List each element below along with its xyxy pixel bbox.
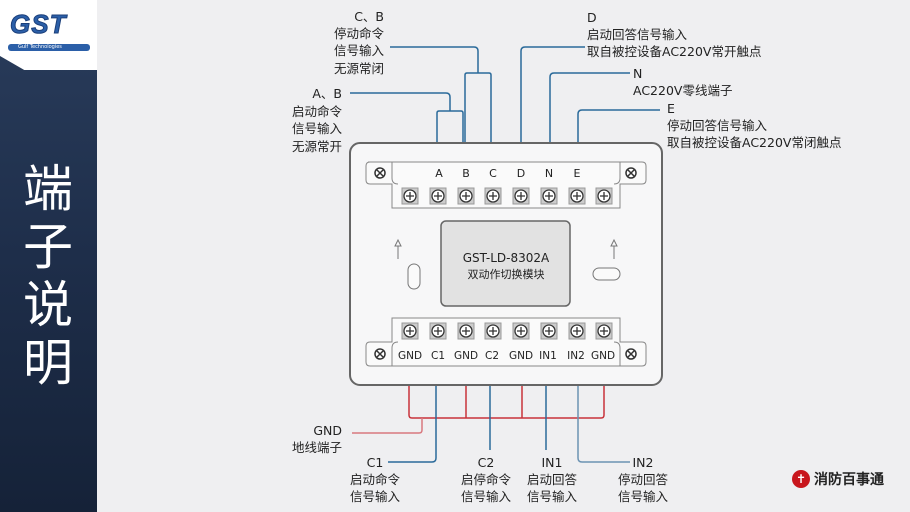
- terminal-screw-icon: [568, 187, 586, 205]
- terminal-screw-icon: [568, 322, 586, 340]
- callout-in1-line: 启动回答: [527, 472, 578, 487]
- up-arrow-icon: [610, 238, 618, 259]
- gnd-wires: [352, 385, 605, 434]
- terminal-label-e: E: [574, 167, 581, 180]
- callout-ab-line: 启动命令: [292, 104, 343, 119]
- callout-gnd-line: 地线端子: [292, 440, 342, 455]
- terminal-screw-icon: [429, 187, 447, 205]
- callout-in2-line: 信号输入: [618, 489, 669, 504]
- sidebar: GST Gulf Technologies 端子说明: [0, 0, 97, 512]
- logo-bar: [8, 44, 90, 51]
- callout-n: N: [633, 66, 642, 81]
- terminal-label-gnd: GND: [454, 350, 478, 362]
- mount-screw-icon: [374, 167, 386, 179]
- wire-d: [520, 46, 585, 143]
- callout-cb-line: 信号输入: [334, 43, 385, 58]
- top-wires: [350, 46, 660, 143]
- callout-cb: C、B: [354, 9, 384, 24]
- terminal-screw-icon: [401, 187, 419, 205]
- terminal-screw-icon: [484, 187, 502, 205]
- callout-n-line: AC220V零线端子: [633, 83, 732, 98]
- logo-text: GST: [9, 9, 67, 39]
- terminal-screw-icon: [401, 322, 419, 340]
- callout-gnd: GND: [313, 423, 342, 438]
- signal-wires: [388, 385, 630, 463]
- callout-c2: C2: [478, 455, 495, 470]
- terminal-label-c2: C2: [485, 350, 499, 362]
- callout-e-line: 停动回答信号输入: [667, 118, 768, 133]
- callout-in2-line: 停动回答: [618, 472, 669, 487]
- wire-c1: [388, 385, 437, 463]
- terminal-label-gnd: GND: [398, 350, 422, 362]
- callout-in2: IN2: [633, 455, 654, 470]
- terminal-label-in1: IN1: [539, 350, 557, 362]
- terminal-screw-icon: [512, 187, 530, 205]
- callout-d-line: 取自被控设备AC220V常开触点: [587, 44, 761, 59]
- terminal-label-in2: IN2: [567, 350, 585, 362]
- mount-screw-icon: [625, 348, 637, 360]
- terminal-screw-icon: [595, 322, 613, 340]
- callout-cb-line: 停动命令: [334, 26, 385, 41]
- logo: GST Gulf Technologies: [0, 0, 97, 70]
- callout-ab: A、B: [312, 86, 342, 101]
- terminal-screw-icon: [457, 322, 475, 340]
- callout-c1: C1: [367, 455, 384, 470]
- mount-slot: [592, 267, 621, 281]
- bottom-screws: [401, 322, 613, 340]
- up-arrow-icon: [394, 238, 402, 259]
- wire-in2: [577, 385, 630, 463]
- module-model: GST-LD-8302A: [463, 251, 550, 265]
- terminal-screw-icon: [484, 322, 502, 340]
- callout-c1-line: 启动命令: [350, 472, 401, 487]
- brand-icon: ✝: [792, 470, 810, 488]
- terminal-screw-icon: [540, 187, 558, 205]
- wire-n: [549, 72, 630, 143]
- mount-screws: [374, 167, 637, 360]
- terminal-screw-icon: [512, 322, 530, 340]
- callout-in1-line: 信号输入: [527, 489, 578, 504]
- callout-ab-line: 无源常开: [292, 139, 342, 154]
- terminal-label-d: D: [517, 167, 525, 180]
- mount-screw-icon: [625, 167, 637, 179]
- module-name: 双动作切换模块: [468, 267, 545, 281]
- callout-c2-line: 启停命令: [461, 472, 512, 487]
- module-label-plate: [440, 220, 571, 307]
- callout-ab-line: 信号输入: [292, 121, 343, 136]
- terminal-screw-icon: [595, 187, 613, 205]
- terminal-label-gnd: GND: [591, 350, 615, 362]
- terminal-label-b: B: [462, 167, 470, 180]
- terminal-label-n: N: [545, 167, 553, 180]
- terminal-label-gnd: GND: [509, 350, 533, 362]
- terminal-screw-icon: [457, 187, 475, 205]
- wire-ab-pair: [436, 110, 464, 143]
- logo-subtext: Gulf Technologies: [18, 44, 62, 50]
- terminal-screw-icon: [429, 322, 447, 340]
- wire-e: [577, 109, 660, 143]
- callout-c2-line: 信号输入: [461, 489, 512, 504]
- wire-ab-lead: [350, 92, 451, 111]
- top-screws: [401, 187, 613, 205]
- mount-screw-icon: [374, 348, 386, 360]
- brand-name: 消防百事通: [814, 472, 884, 488]
- terminal-screw-icon: [540, 322, 558, 340]
- terminal-label-c: C: [489, 167, 497, 180]
- brand-logo: ✝ 消防百事通: [792, 469, 884, 489]
- terminal-label-c1: C1: [431, 350, 445, 362]
- callout-d: D: [587, 10, 597, 25]
- wire-cb-pair: [464, 72, 492, 143]
- callout-c1-line: 信号输入: [350, 489, 401, 504]
- wire-cb-lead: [390, 46, 479, 73]
- callout-cb-line: 无源常闭: [334, 61, 384, 76]
- callout-d-line: 启动回答信号输入: [587, 27, 688, 42]
- callout-in1: IN1: [542, 455, 563, 470]
- callout-e: E: [667, 101, 675, 116]
- mount-slot: [407, 263, 421, 290]
- terminal-label-a: A: [435, 167, 443, 180]
- page-title: 端子说明: [23, 160, 73, 392]
- callout-e-line: 取自被控设备AC220V常闭触点: [667, 135, 841, 150]
